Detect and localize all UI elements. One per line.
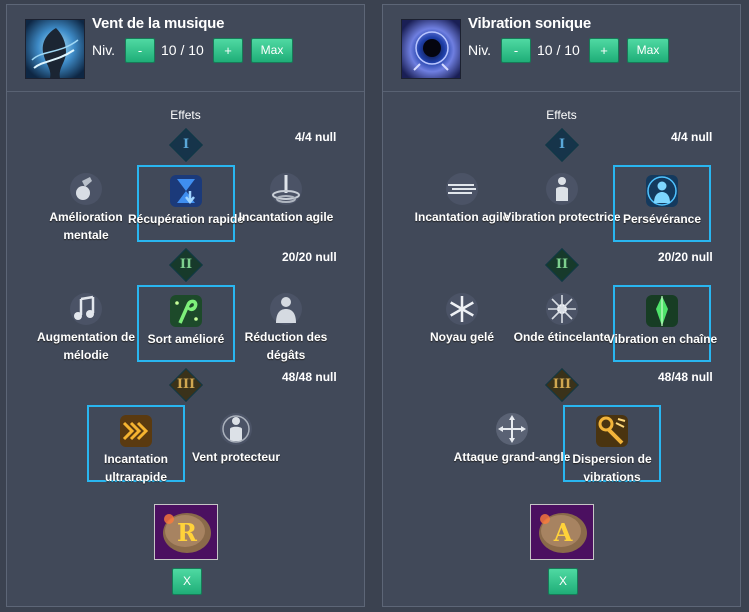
speed-chevrons-icon	[120, 415, 152, 447]
skill-title: Vent de la musique	[92, 15, 225, 32]
skill-label: Incantation agile	[238, 210, 334, 224]
tier-2-numeral: II	[555, 257, 569, 272]
tier-2-count: 20/20 null	[658, 250, 713, 264]
level-value: 10 / 10	[537, 42, 580, 58]
level-increase-button[interactable]: +	[589, 38, 619, 63]
remove-rune-button[interactable]: X	[548, 568, 578, 595]
skill-incantation-ultrarapide[interactable]: Incantation ultrarapide	[87, 405, 185, 484]
skill-dispersion-de-vibrations[interactable]: Dispersion de vibrations	[563, 405, 661, 484]
protective-figure-icon	[546, 173, 578, 205]
vibration-sonique-skill-icon	[401, 19, 461, 79]
skill-incantation-agile[interactable]: Incantation agile	[413, 165, 511, 242]
skill-label: Incantation agile	[414, 210, 510, 224]
tier-2-badge: II	[545, 248, 579, 282]
remove-rune-button[interactable]: X	[172, 568, 202, 595]
tier-1-numeral: I	[558, 137, 566, 152]
skill-label: Vent protecteur	[191, 450, 281, 464]
skill-perseverance[interactable]: Persévérance	[613, 165, 711, 242]
tier-1-count: 4/4 null	[671, 130, 713, 144]
level-max-button[interactable]: Max	[251, 38, 293, 63]
tier-2-badge: II	[169, 248, 203, 282]
tier-3-count: 48/48 null	[282, 370, 337, 384]
skill-label: Dispersion de vibrations	[572, 452, 652, 484]
skill-label: Persévérance	[622, 212, 702, 226]
mind-potion-icon	[70, 173, 102, 205]
skill-label: Vibration protectrice	[503, 210, 621, 224]
tier-1-badge: I	[545, 128, 579, 162]
rune-glyph: R	[177, 518, 198, 547]
skill-incantation-agile[interactable]: Incantation agile	[237, 165, 335, 242]
skill-label: Augmentation de mélodie	[37, 330, 135, 362]
skill-label: Amélioration mentale	[49, 210, 123, 242]
skill-label: Vibration en chaîne	[606, 332, 718, 346]
skill-label: Sort amélioré	[147, 332, 225, 346]
level-max-button[interactable]: Max	[627, 38, 669, 63]
skill-reduction-des-degats[interactable]: Réduction des dégâts	[237, 285, 335, 362]
vent-de-la-musique-skill-icon	[25, 19, 85, 79]
rune-slot[interactable]: A	[530, 504, 594, 560]
hourglass-recovery-icon	[170, 175, 202, 207]
green-crystal-icon	[646, 295, 678, 327]
skill-label: Noyau gelé	[429, 330, 495, 344]
panel-header: Vent de la musique Niv. - 10 / 10 + Max	[7, 5, 364, 92]
skill-amelioration-mentale[interactable]: Amélioration mentale	[37, 165, 135, 242]
level-increase-button[interactable]: +	[213, 38, 243, 63]
tier-1-numeral: I	[182, 137, 190, 152]
skill-recuperation-rapide[interactable]: Récupération rapide	[128, 165, 244, 242]
panel-header: Vibration sonique Niv. - 10 / 10 + Max	[383, 5, 740, 92]
skill-augmentation-de-melodie[interactable]: Augmentation de mélodie	[37, 285, 135, 362]
tier-3-numeral: III	[176, 377, 196, 392]
swift-cast-streak-icon	[446, 173, 478, 205]
rune-stone-icon: R	[163, 513, 211, 553]
skill-vibration-en-chaine[interactable]: Vibration en chaîne	[607, 285, 717, 362]
tier-3-count: 48/48 null	[658, 370, 713, 384]
skill-vent-protecteur[interactable]: Vent protecteur	[187, 405, 285, 482]
skill-title: Vibration sonique	[468, 15, 592, 32]
skill-label: Réduction des dégâts	[244, 330, 328, 362]
level-decrease-button[interactable]: -	[501, 38, 531, 63]
level-label: Niv.	[468, 42, 492, 58]
rune-slot[interactable]: R	[154, 504, 218, 560]
tier-2-numeral: II	[179, 257, 193, 272]
skill-panel-vent-de-la-musique: Vent de la musique Niv. - 10 / 10 + Max …	[6, 4, 365, 607]
level-decrease-button[interactable]: -	[125, 38, 155, 63]
rune-glyph: A	[553, 518, 573, 547]
skill-sort-ameliore[interactable]: Sort amélioré	[137, 285, 235, 362]
golden-horn-icon	[596, 415, 628, 447]
effects-heading: Effets	[170, 108, 201, 122]
enhanced-spell-icon	[170, 295, 202, 327]
tier-3-badge: III	[169, 368, 203, 402]
armored-figure-icon	[270, 293, 302, 325]
snowflake-icon	[446, 293, 478, 325]
tier-1-badge: I	[169, 128, 203, 162]
music-note-icon	[70, 293, 102, 325]
swift-cast-icon	[270, 173, 302, 205]
glowing-figure-icon	[646, 175, 678, 207]
skill-label: Onde étincelante	[513, 330, 611, 344]
tier-3-badge: III	[545, 368, 579, 402]
skill-label: Récupération rapide	[127, 212, 245, 226]
skill-panel-vibration-sonique: Vibration sonique Niv. - 10 / 10 + Max E…	[382, 4, 741, 607]
skill-vibration-protectrice[interactable]: Vibration protectrice	[503, 165, 621, 242]
level-value: 10 / 10	[161, 42, 204, 58]
skill-noyau-gele[interactable]: Noyau gelé	[413, 285, 511, 362]
effects-heading: Effets	[546, 108, 577, 122]
tier-2-count: 20/20 null	[282, 250, 337, 264]
tier-3-numeral: III	[552, 377, 572, 392]
skill-label: Attaque grand-angle	[453, 450, 571, 464]
sparkle-burst-icon	[546, 293, 578, 325]
level-label: Niv.	[92, 42, 116, 58]
skill-onde-etincelante[interactable]: Onde étincelante	[513, 285, 611, 362]
rune-stone-icon: A	[539, 513, 587, 553]
skill-label: Incantation ultrarapide	[103, 452, 168, 484]
tier-1-count: 4/4 null	[295, 130, 337, 144]
skill-attaque-grand-angle[interactable]: Attaque grand-angle	[454, 405, 570, 482]
wide-angle-arrows-icon	[496, 413, 528, 445]
protective-wind-icon	[220, 413, 252, 445]
